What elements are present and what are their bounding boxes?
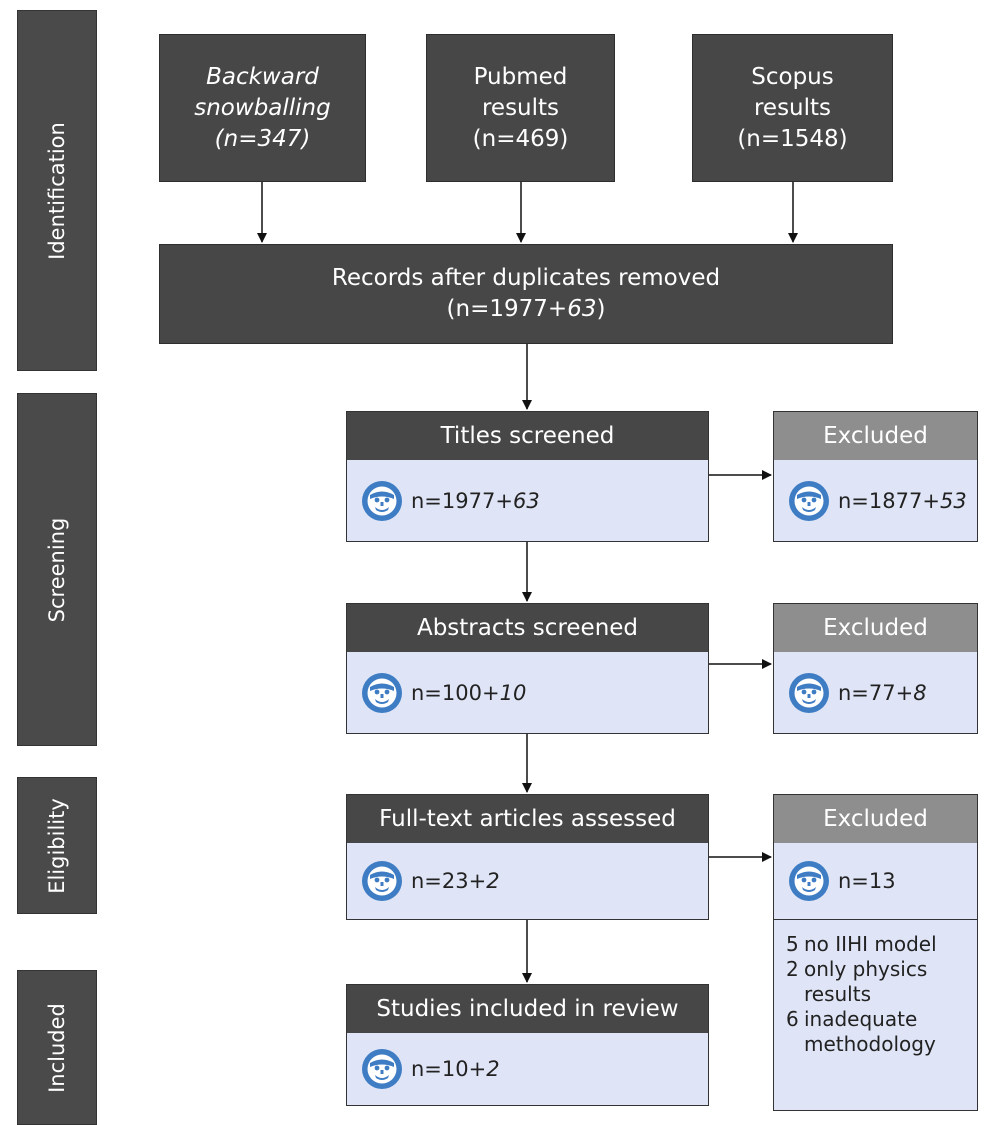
panel-title: Abstracts screened: [347, 604, 708, 652]
monkey-face-icon: [362, 672, 402, 713]
monkey-face-icon: [789, 861, 829, 901]
monkey-face-icon: [362, 1049, 402, 1089]
source-count: (n=469): [472, 125, 569, 152]
monkey-face-icon: [789, 480, 829, 521]
panel-body: n=13: [774, 843, 977, 919]
abstracts-excluded-count: n=77+8: [838, 680, 927, 705]
stage-screening: Screening: [17, 393, 97, 746]
panel-title: Full-text articles assessed: [347, 795, 708, 843]
abstracts-screened-count: n=100+10: [411, 680, 527, 705]
panel-body: n=100+10: [347, 652, 708, 733]
source-line: results: [753, 94, 832, 121]
panel-title: Excluded: [774, 412, 977, 460]
panel-title: Excluded: [774, 795, 977, 843]
source-line: Backward: [206, 63, 319, 90]
titles-excluded-count: n=1877+53: [838, 488, 967, 513]
panel-body: n=1877+53: [774, 460, 977, 541]
source-pubmed: Pubmed results (n=469): [426, 34, 615, 182]
records-title: Records after duplicates removed: [331, 265, 721, 291]
monkey-face-icon: [362, 861, 402, 901]
fulltext-excluded-count: n=13: [838, 869, 896, 893]
included-count: n=10+2: [411, 1057, 500, 1081]
panel-body: n=23+2: [347, 843, 708, 919]
records-after-duplicates: Records after duplicates removed (n=1977…: [159, 244, 893, 344]
fulltext-assessed-panel: Full-text articles assessed n=23+2: [346, 794, 709, 920]
abstracts-screened-panel: Abstracts screened n=100+10: [346, 603, 709, 734]
monkey-face-icon: [789, 672, 829, 713]
source-line: snowballing: [194, 94, 331, 121]
source-line: Scopus: [751, 63, 834, 90]
source-count: (n=347): [214, 125, 311, 152]
stage-eligibility: Eligibility: [17, 777, 97, 914]
fulltext-assessed-count: n=23+2: [411, 869, 500, 893]
panel-title: Excluded: [774, 604, 977, 652]
source-line: results: [481, 94, 560, 121]
panel-body: n=1977+63: [347, 460, 708, 541]
source-line: Pubmed: [473, 63, 568, 90]
stage-identification: Identification: [17, 10, 97, 371]
stage-included: Included: [17, 970, 97, 1125]
titles-excluded-panel: Excluded n=1877+53: [773, 411, 978, 542]
titles-screened-panel: Titles screened n=1977+63: [346, 411, 709, 542]
source-scopus: Scopus results (n=1548): [692, 34, 893, 182]
titles-screened-count: n=1977+63: [411, 488, 540, 513]
monkey-face-icon: [362, 480, 402, 521]
abstracts-excluded-panel: Excluded n=77+8: [773, 603, 978, 734]
fulltext-excluded-panel: Excluded n=13: [773, 794, 978, 920]
source-backward-snowballing: Backward snowballing (n=347): [159, 34, 366, 182]
panel-title: Titles screened: [347, 412, 708, 460]
source-count: (n=1548): [737, 125, 848, 152]
included-panel: Studies included in review n=10+2: [346, 984, 709, 1106]
records-count: (n=1977+63): [446, 296, 606, 322]
panel-title: Studies included in review: [347, 985, 708, 1033]
panel-body: n=77+8: [774, 652, 977, 733]
panel-body: n=10+2: [347, 1033, 708, 1105]
